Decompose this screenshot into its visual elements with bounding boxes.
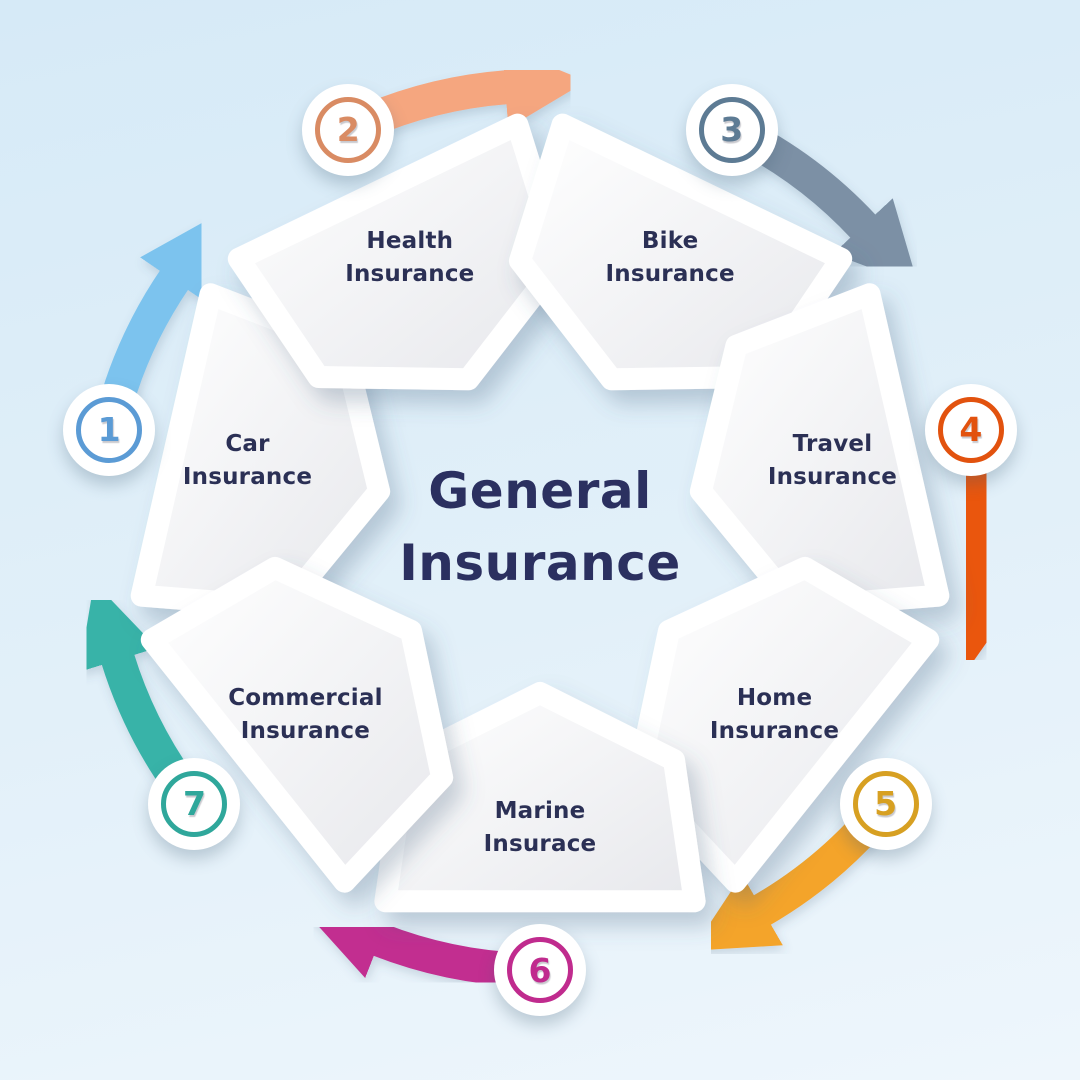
- arrow-1-to-2: [92, 212, 220, 434]
- arrow-2-to-3: [340, 46, 587, 146]
- card-travel-insurance: [689, 283, 950, 618]
- center-title-line1: General: [428, 462, 652, 520]
- center-title: General Insurance: [399, 455, 681, 599]
- arrow-4-to-5: [937, 425, 1018, 673]
- arrow-6-to-7: [304, 902, 541, 987]
- center-title-line2: Insurance: [399, 534, 681, 592]
- card-commercial-insurance: [140, 556, 454, 893]
